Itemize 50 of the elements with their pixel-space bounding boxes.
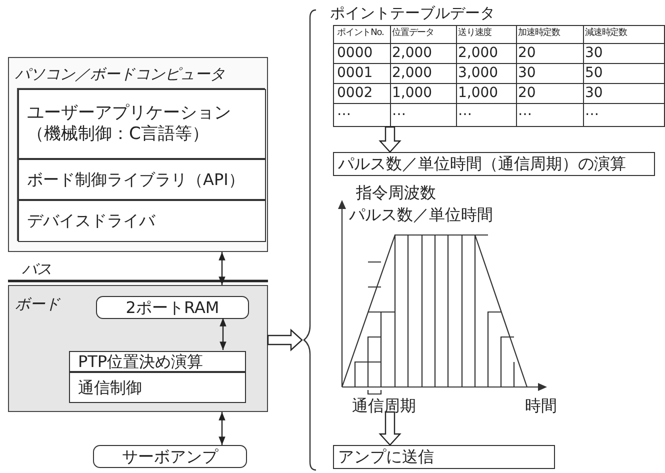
table-value: … [518,104,532,118]
table-value: 1,000 [392,86,432,100]
bus-label: バス [22,262,52,277]
process-box: 通信制御 [69,372,246,403]
hollow-arrow [267,328,303,352]
axis-label: 指令周波数 [356,185,436,201]
axis-label: パルス数／単位時間 [349,207,493,223]
group-title: ポイントテーブルデータ [330,6,495,21]
table-value: 30 [518,66,536,80]
table-value: 20 [518,86,536,100]
table-value: 3,000 [458,66,498,80]
table-value: 1,000 [458,86,498,100]
column-header: 送り速度 [458,29,492,38]
table-value: … [337,104,351,118]
process-box: ユーザーアプリケーション（機械制御：C言語等） [18,89,266,159]
process-box: アンプに送信 [333,445,555,469]
table-value: … [392,104,406,118]
process-box: デバイスドライバ [18,200,266,242]
table-value: 0002 [337,86,373,100]
table-value: 30 [585,46,603,60]
process-box: パルス数／単位時間（通信周期）の演算 [333,152,655,176]
double-arrow [218,252,226,285]
table-value: 2,000 [392,66,432,80]
column-header: 加速時定数 [518,29,560,38]
table-value: 0000 [337,46,373,60]
rounded-box: 2ポートRAM [96,296,249,319]
table-value: 2,000 [392,46,432,60]
board-panel [8,285,268,412]
computer-panel [8,57,268,252]
panel-title: ボード [15,295,60,314]
hollow-arrow [378,411,402,446]
panel-title: パソコン／ボードコンピュータ [15,65,225,84]
table-value: 2,000 [458,46,498,60]
table-value: 20 [518,46,536,60]
double-arrow [218,412,226,445]
column-header: ポイントNo. [337,29,384,38]
table-value: … [458,104,472,118]
process-box: PTP位置決め演算 [69,351,246,372]
table-value: 50 [585,66,603,80]
column-header: 位置データ [392,29,434,38]
axis-label: 時間 [525,398,557,414]
process-box: ボード制御ライブラリ（API） [18,159,266,200]
table-value: … [585,104,599,118]
rounded-box: サーボアンプ [93,445,247,468]
table-value: 30 [585,86,603,100]
double-arrow [220,318,226,350]
table-value: 0001 [337,66,373,80]
hollow-arrow [378,126,402,153]
interval-label: 通信周期 [352,398,416,414]
column-header: 減速時定数 [585,29,628,38]
